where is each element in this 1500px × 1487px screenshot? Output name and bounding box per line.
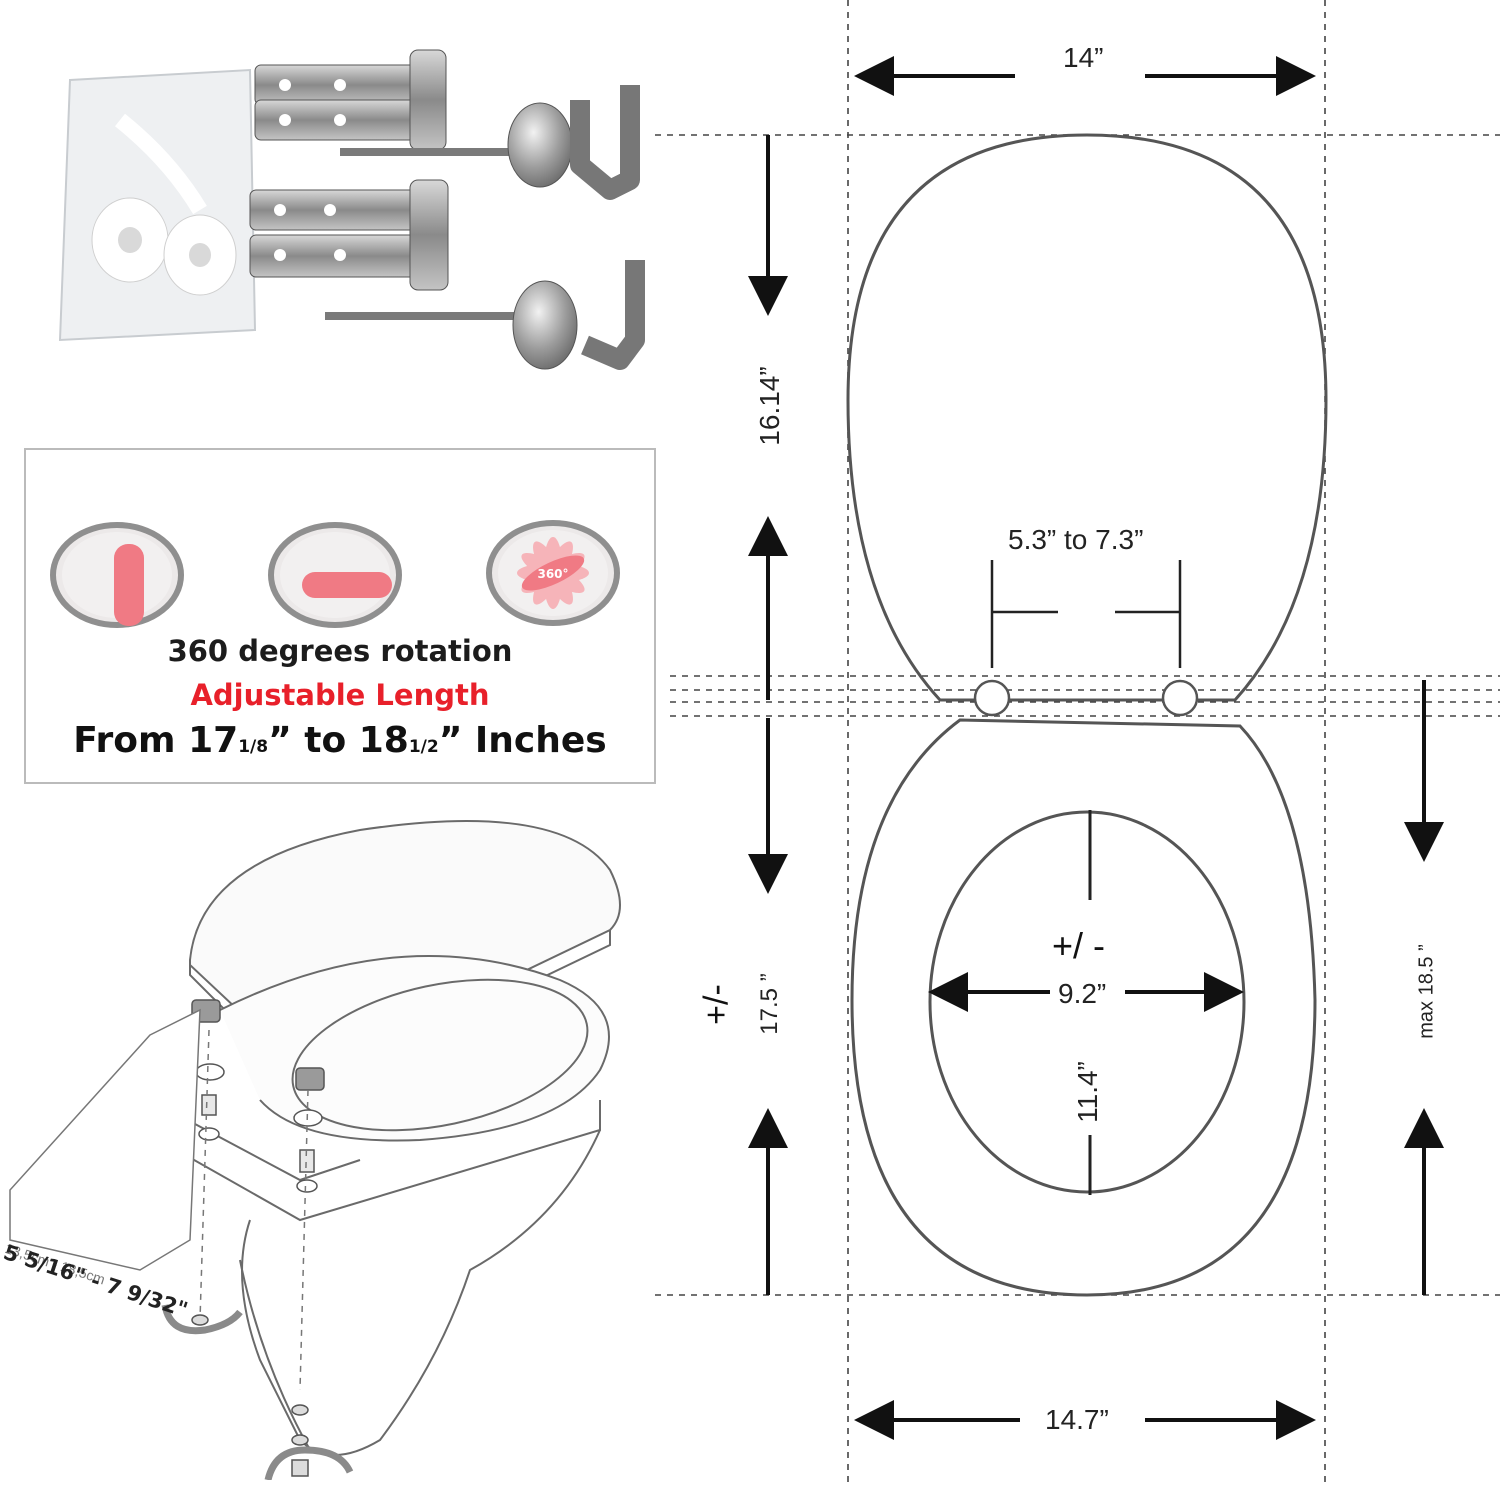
adjustable-line: Adjustable Length: [190, 678, 490, 712]
knob-vertical-icon: [50, 522, 184, 628]
hinge-parts: [191, 999, 325, 1193]
inner-length-label: 11.4”: [1072, 1052, 1104, 1132]
inner-width-pm-label: +/ -: [1052, 925, 1106, 967]
lid-length-label: 16.14”: [754, 361, 786, 451]
hinge-plate-top: [254, 49, 447, 151]
length-range-line: From 171/8” to 181/2” Inches: [26, 720, 654, 761]
hinge-range-strip: [9, 1008, 201, 1271]
rotation-arrows: [161, 1304, 354, 1480]
hardware-kit-illustration: [58, 49, 645, 370]
hinge-spacing-label: 5.3” to 7.3”: [1008, 524, 1144, 556]
length-from-text: From 17: [73, 720, 239, 761]
hinge-right-circle: [1161, 679, 1199, 717]
rotation-petals-icon: 360°: [517, 537, 589, 609]
knob-rotation-icon: 360°: [486, 520, 620, 626]
top-width-label: 14”: [1063, 42, 1104, 74]
knob-horizontal-icon: [268, 522, 402, 628]
hinge-left-circle: [973, 679, 1011, 717]
seat-length-label: 17.5 ”: [756, 959, 784, 1049]
inner-width-label: 9.2”: [1058, 978, 1107, 1010]
length-suffix-text: ” Inches: [438, 720, 607, 761]
rotation-info-box: 360° 360 degrees rotation Adjustable Len…: [24, 448, 656, 784]
seat-outline: [850, 718, 1317, 1297]
length-frac-2: 1/2: [408, 737, 439, 757]
knob-bolt-top: [340, 85, 640, 200]
knob-bolt-bottom: [325, 260, 645, 370]
rotation-badge-text: 360°: [537, 567, 568, 581]
max-length-label: max 18.5 ”: [1415, 926, 1439, 1057]
bottom-width-label: 14.7”: [1045, 1404, 1109, 1436]
installation-drawing: [9, 820, 621, 1480]
seat-length-pm-label: +/-: [697, 969, 737, 1040]
lid-outline: [846, 133, 1328, 702]
seat-dimension-diagram: [655, 0, 1500, 1487]
hinge-plate-bottom: [249, 179, 449, 291]
length-mid-text: ” to 18: [268, 720, 409, 761]
plastic-bag: [58, 68, 257, 342]
rotation-line: 360 degrees rotation: [167, 634, 513, 668]
length-frac-1: 1/8: [238, 737, 269, 757]
